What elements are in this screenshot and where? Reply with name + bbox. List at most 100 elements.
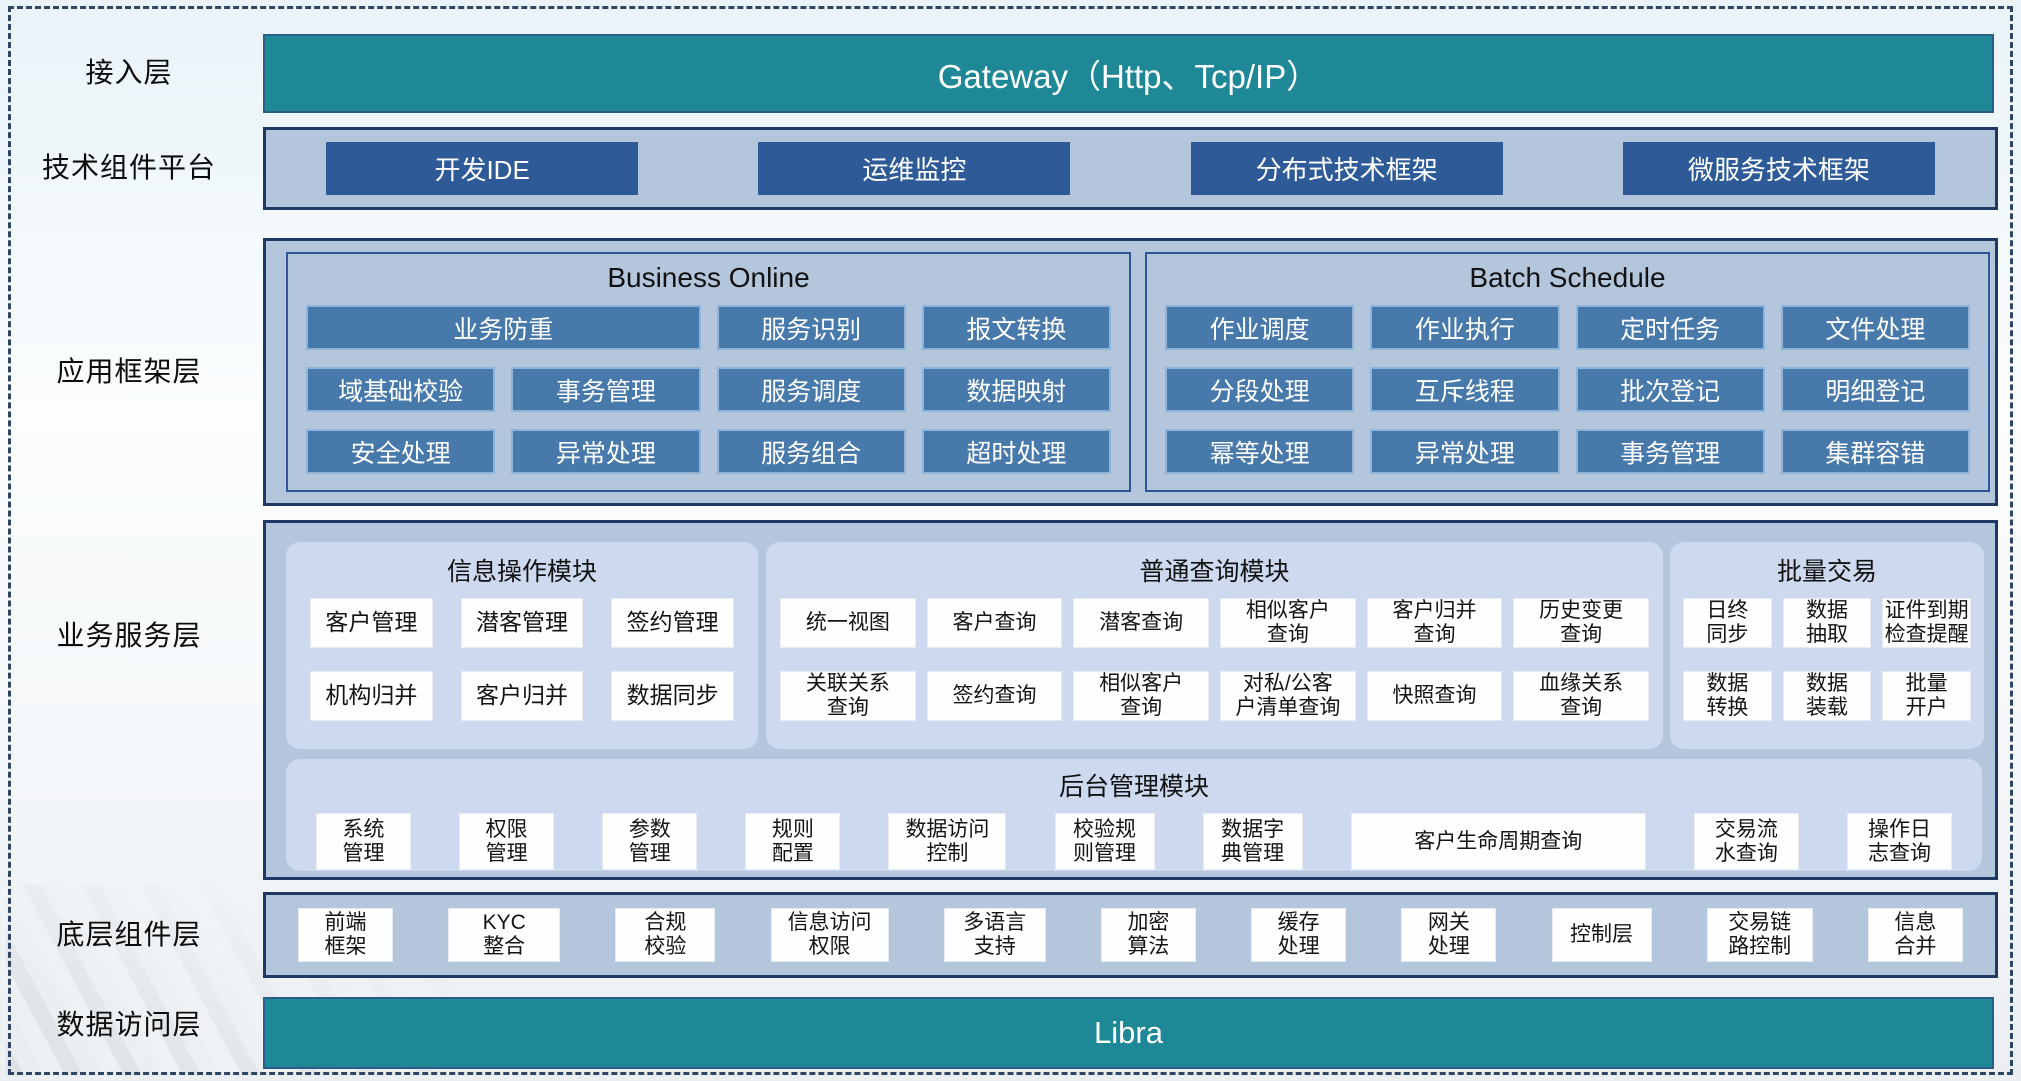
panel-title: Batch Schedule (1469, 262, 1666, 293)
base-component-box: 信息访问 权限 (770, 908, 889, 962)
tech-button-cell: 运维监控 (698, 142, 1130, 195)
framework-box: 批次登记 (1575, 367, 1765, 412)
admin-box: 权限 管理 (459, 813, 555, 870)
layer-label-app-framework: 应用框架层 (56, 356, 202, 387)
layer-label-business-services: 业务服务层 (56, 620, 202, 651)
service-box: 潜客查询 (1073, 598, 1209, 648)
tech-component-box: 分布式技术框架 (1190, 142, 1503, 195)
framework-box: 数据映射 (921, 367, 1111, 412)
tech-component-box: 微服务技术框架 (1622, 142, 1935, 195)
service-box: 血缘关系 查询 (1513, 671, 1649, 721)
panel-title: 普通查询模块 (1139, 558, 1290, 586)
service-box: 客户归并 (460, 671, 584, 721)
service-box: 客户归并 查询 (1366, 598, 1503, 648)
framework-box: 报文转换 (921, 305, 1111, 350)
tech-component-box: 开发IDE (326, 142, 639, 195)
admin-box: 校验规 则管理 (1054, 813, 1155, 870)
base-component-box: 控制层 (1551, 908, 1652, 962)
admin-module-panel: 后台管理模块 系统 管理权限 管理参数 管理规则 配置数据访问 控制校验规 则管… (286, 759, 1982, 871)
base-component-box: 交易链 路控制 (1706, 908, 1813, 962)
service-box: 数据 转换 (1683, 671, 1772, 721)
batch-schedule-panel: Batch Schedule 作业调度作业执行定时任务文件处理分段处理互斥线程批… (1145, 252, 1990, 492)
service-box: 统一视图 (780, 598, 916, 648)
tech-platform-container: 开发IDE 运维监控 分布式技术框架 微服务技术框架 (263, 127, 1998, 210)
module-panel: 信息操作模块客户管理潜客管理签约管理机构归并客户归并数据同步 (286, 542, 758, 749)
service-box: 客户管理 (310, 598, 433, 648)
module-grid: 统一视图客户查询潜客查询相似客户 查询客户归并 查询历史变更 查询关联关系 查询… (766, 598, 1663, 721)
service-box: 签约管理 (611, 598, 734, 648)
base-component-box: 缓存 处理 (1251, 908, 1347, 962)
service-box: 客户查询 (926, 598, 1063, 648)
framework-box: 安全处理 (306, 429, 496, 474)
framework-box: 事务管理 (511, 367, 701, 412)
business-online-panel: Business Online 业务防重服务识别报文转换域基础校验事务管理服务调… (286, 252, 1131, 492)
admin-box: 操作日 志查询 (1846, 813, 1952, 870)
tech-button-cell: 分布式技术框架 (1131, 142, 1563, 195)
service-box: 数据同步 (611, 671, 734, 721)
base-component-box: 信息 合并 (1867, 908, 1963, 962)
service-box: 批量 开户 (1882, 671, 1971, 721)
framework-box: 服务调度 (716, 367, 906, 412)
base-component-box: KYC 整合 (448, 908, 561, 962)
module-panel: 批量交易日终 同步数据 抽取证件到期 检查提醒数据 转换数据 装载批量 开户 (1670, 542, 1984, 749)
framework-box: 集群容错 (1780, 429, 1970, 474)
base-component-box: 多语言 支持 (943, 908, 1046, 962)
framework-box: 作业执行 (1370, 305, 1560, 350)
business-services-container: 后台管理模块 系统 管理权限 管理参数 管理规则 配置数据访问 控制校验规 则管… (263, 520, 1998, 880)
panel-title: 信息操作模块 (446, 558, 597, 586)
service-box: 数据 抽取 (1782, 598, 1872, 648)
app-framework-container: Business Online 业务防重服务识别报文转换域基础校验事务管理服务调… (263, 238, 1998, 506)
layer-label-tech-platform: 技术组件平台 (41, 152, 216, 183)
service-box: 关联关系 查询 (780, 671, 916, 721)
admin-box: 参数 管理 (602, 813, 698, 870)
framework-box: 异常处理 (511, 429, 701, 474)
admin-box: 数据字 典管理 (1202, 813, 1303, 870)
layer-label-data-access: 数据访问层 (56, 1009, 202, 1040)
panel-title: 批量交易 (1776, 558, 1877, 586)
service-box: 机构归并 (310, 671, 433, 721)
base-component-box: 合规 校验 (615, 908, 716, 962)
framework-box: 域基础校验 (306, 367, 496, 412)
service-box: 证件到期 检查提醒 (1882, 598, 1971, 648)
module-grid: 日终 同步数据 抽取证件到期 检查提醒数据 转换数据 装载批量 开户 (1670, 598, 1984, 721)
service-box: 日终 同步 (1683, 598, 1772, 648)
framework-box: 幂等处理 (1165, 429, 1355, 474)
tech-button-cell: 开发IDE (266, 142, 698, 195)
admin-box: 数据访问 控制 (888, 813, 1007, 870)
libra-bar-text: Libra (1094, 1015, 1163, 1050)
tech-button-cell: 微服务技术框架 (1563, 142, 1995, 195)
service-box: 相似客户 查询 (1073, 671, 1209, 721)
panel-title: Business Online (607, 262, 810, 293)
module-panel: 普通查询模块统一视图客户查询潜客查询相似客户 查询客户归并 查询历史变更 查询关… (766, 542, 1663, 749)
framework-box: 事务管理 (1575, 429, 1765, 474)
framework-box: 业务防重 (306, 305, 701, 350)
framework-box: 服务组合 (716, 429, 906, 474)
module-grid: 客户管理潜客管理签约管理机构归并客户归并数据同步 (286, 598, 758, 721)
service-box: 快照查询 (1366, 671, 1503, 721)
tech-component-box: 运维监控 (758, 142, 1071, 195)
service-box: 签约查询 (926, 671, 1063, 721)
framework-box: 服务识别 (716, 305, 906, 350)
admin-buttons-row: 系统 管理权限 管理参数 管理规则 配置数据访问 控制校验规 则管理数据字 典管… (316, 813, 1952, 870)
service-box: 潜客管理 (460, 598, 584, 648)
layer-label-base-components: 底层组件层 (56, 919, 202, 950)
framework-box: 明细登记 (1780, 367, 1970, 412)
panel-grid: 作业调度作业执行定时任务文件处理分段处理互斥线程批次登记明细登记幂等处理异常处理… (1165, 305, 1970, 474)
framework-box: 分段处理 (1165, 367, 1355, 412)
base-component-box: 网关 处理 (1401, 908, 1497, 962)
service-box: 数据 装载 (1782, 671, 1872, 721)
framework-box: 作业调度 (1165, 305, 1355, 350)
admin-box: 客户生命周期查询 (1350, 813, 1646, 870)
framework-box: 超时处理 (921, 429, 1111, 474)
base-component-box: 加密 算法 (1100, 908, 1196, 962)
libra-bar: Libra (263, 997, 1994, 1069)
framework-box: 文件处理 (1780, 305, 1970, 350)
panel-grid: 业务防重服务识别报文转换域基础校验事务管理服务调度数据映射安全处理异常处理服务组… (306, 305, 1111, 474)
gateway-bar-text: Gateway（Http、Tcp/IP） (937, 57, 1320, 95)
admin-box: 规则 配置 (745, 813, 841, 870)
framework-box: 异常处理 (1370, 429, 1560, 474)
admin-box: 交易流 水查询 (1693, 813, 1799, 870)
panel-title: 后台管理模块 (1058, 773, 1209, 801)
